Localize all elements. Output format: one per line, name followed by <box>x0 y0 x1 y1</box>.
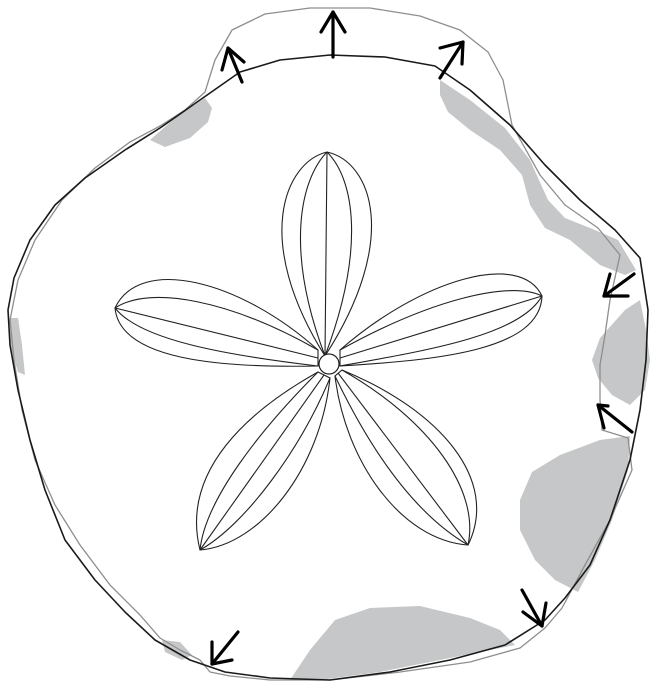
arrow-outward-right-lower <box>598 405 632 432</box>
grey-region-bottom-left <box>162 640 192 660</box>
petal-right <box>340 274 542 366</box>
arrow-up-center <box>321 12 345 57</box>
arrow-up-right <box>440 42 463 78</box>
petal-lower-left <box>197 372 330 550</box>
grey-region-upper-right <box>440 80 636 275</box>
grey-region-lower-right <box>520 436 630 592</box>
petal-top <box>282 152 372 356</box>
arrow-inward-right-upper <box>604 274 634 296</box>
grey-region-right-middle <box>592 300 650 405</box>
petal-left <box>115 280 318 367</box>
center-hole <box>319 354 339 374</box>
arrow-down-right <box>522 590 546 626</box>
grey-region-upper-left <box>150 98 212 147</box>
petal-lower-right <box>335 370 477 545</box>
arrow-down-left <box>212 632 238 664</box>
